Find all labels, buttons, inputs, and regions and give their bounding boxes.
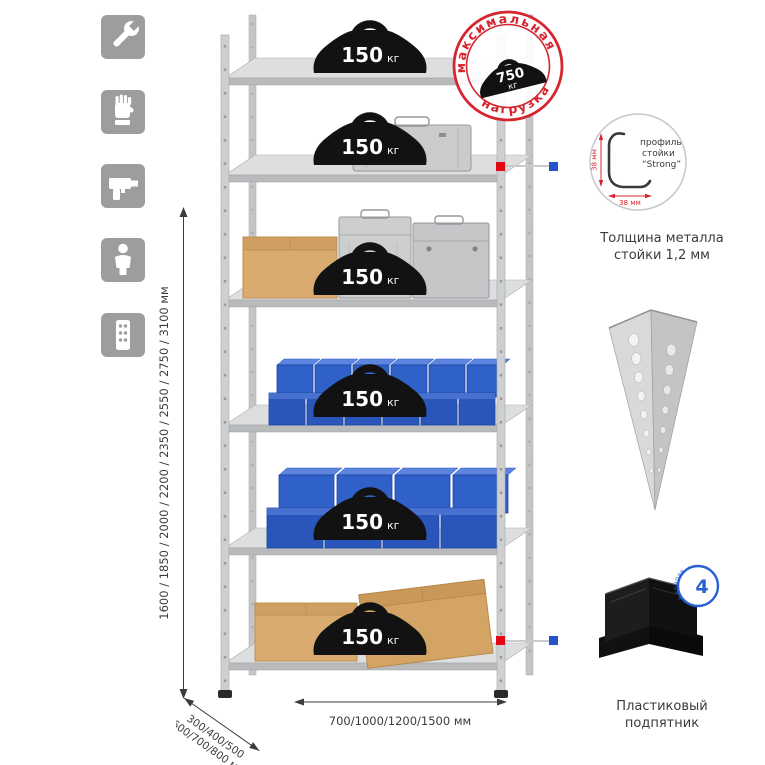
profile-cross-section-drawing (607, 132, 652, 189)
profile-caption-line-1: Толщина металла (600, 231, 724, 246)
rack-post-icon (116, 320, 130, 350)
shelf-load-unit: кг (387, 519, 400, 532)
weight-icon-shelf-3: 150 кг (314, 246, 427, 295)
shelf-load-value: 150 (341, 135, 383, 159)
item-aluminum-case (412, 215, 490, 299)
weight-icon-shelf-5: 150 кг (314, 491, 427, 540)
callout-line-top (503, 165, 551, 167)
feature-tile-wrench (101, 15, 145, 59)
callout-marker-red-bottom (496, 636, 505, 645)
perforated-corner-post-image (608, 309, 698, 511)
glove-icon (115, 94, 134, 125)
stamp-load-value: 750 (495, 65, 526, 87)
feature-tile-rack-post (101, 313, 145, 357)
post-perforations-left (628, 333, 654, 474)
profile-caption-line-2: стойки 1,2 мм (614, 248, 710, 264)
foot-caption: Пластиковый подпятник (580, 698, 744, 732)
profile-dim-horizontal: 38 мм (619, 199, 641, 207)
badge-value: 4 (695, 576, 708, 598)
shelf-load-unit: кг (387, 52, 400, 65)
shelf-load-unit: кг (387, 274, 400, 287)
foot-caption-line-2: подпятник (624, 716, 700, 732)
shelf-load-value: 150 (341, 265, 383, 289)
weight-icon-shelf-2: 150 кг (314, 116, 427, 165)
drill-icon (109, 178, 138, 200)
profile-label-1: профиль (640, 138, 682, 148)
profile-dim-vertical: 38 мм (591, 149, 599, 171)
weight-icon-shelf-6: 150 кг (314, 606, 427, 655)
depth-dimension: 300/400/500 600/700/800 мм (176, 697, 260, 765)
height-dimension: 1600 / 1850 / 2000 / 2200 / 2350 / 2550 … (157, 207, 188, 699)
plastic-foot-image: в комплекте 4 (585, 560, 720, 658)
callout-marker-blue-top (549, 162, 558, 171)
rack-foot (218, 690, 232, 698)
callout-marker-red-top (496, 162, 505, 171)
person-icon (115, 243, 131, 275)
weight-icon-shelf-4: 150 кг (314, 368, 427, 417)
shelf-load-unit: кг (387, 396, 400, 409)
profile-label-3: “Strong” (642, 160, 681, 170)
shelf-load-value: 150 (341, 510, 383, 534)
stamp-load-unit: кг (507, 80, 519, 92)
callout-marker-blue-bottom (549, 636, 558, 645)
feature-tile-drill (101, 164, 145, 208)
shelf-load-value: 150 (341, 625, 383, 649)
profile-caption: Толщина металла стойки 1,2 мм (580, 230, 744, 264)
rack-foot (494, 690, 508, 698)
max-load-stamp: максимальная нагрузка 750 кг (441, 2, 564, 124)
wrench-icon (113, 19, 141, 47)
width-dimension-label: 700/1000/1200/1500 мм (329, 714, 471, 728)
feature-tile-glove (101, 90, 145, 134)
shelving-rack: 150 кг 150 кг 150 кг 150 кг 150 кг 150 к… (218, 14, 534, 698)
shelf-load-unit: кг (387, 634, 400, 647)
profile-label-2: стойки (642, 149, 675, 159)
shelf-load-value: 150 (341, 43, 383, 67)
callout-line-bottom (503, 640, 551, 642)
weight-icon-shelf-1: 150 кг (314, 24, 427, 73)
shelf-load-value: 150 (341, 387, 383, 411)
width-dimension: 700/1000/1200/1500 мм (294, 698, 507, 728)
post-profile-detail: 38 мм 38 мм профиль стойки “Strong” (589, 113, 687, 211)
foot-caption-line-1: Пластиковый (616, 699, 708, 714)
post-perforations-right (657, 343, 677, 473)
feature-tile-person (101, 238, 145, 282)
height-dimension-label: 1600 / 1850 / 2000 / 2200 / 2350 / 2550 … (157, 286, 171, 619)
shelf-load-unit: кг (387, 144, 400, 157)
